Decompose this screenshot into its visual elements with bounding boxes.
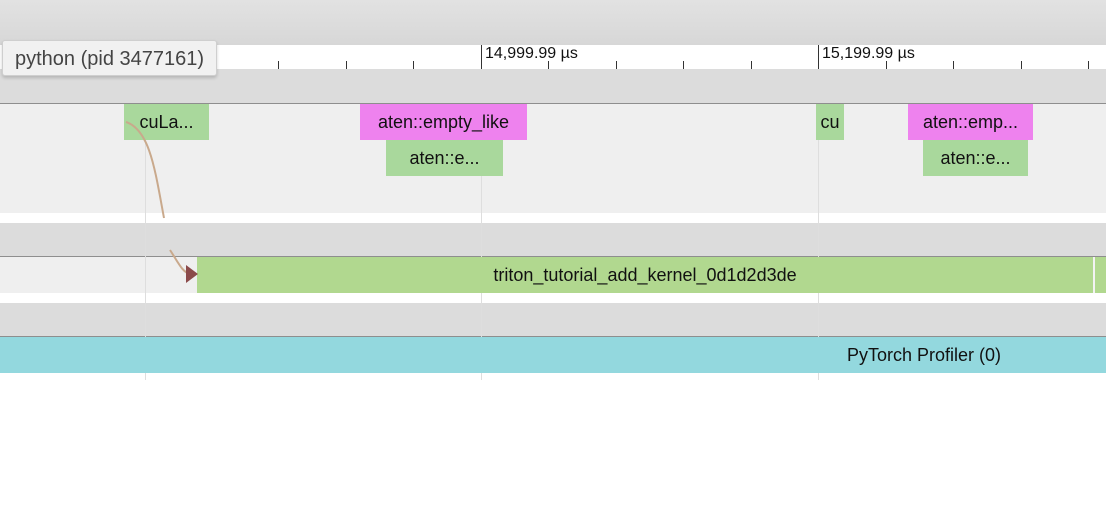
- slice-culaunch[interactable]: cuLa...: [124, 104, 209, 140]
- ruler-minor-tick: [1021, 61, 1022, 69]
- slice-aten-empty[interactable]: aten::e...: [923, 140, 1028, 176]
- ruler-minor-tick: [616, 61, 617, 69]
- slice-cu[interactable]: cu: [816, 104, 844, 140]
- slice-aten-empty-like[interactable]: aten::empty_like: [360, 104, 527, 140]
- ruler-minor-tick: [278, 61, 279, 69]
- gpu-header-row[interactable]: [0, 223, 1106, 257]
- ruler-major-tick: [481, 45, 482, 69]
- ruler-minor-tick: [751, 61, 752, 69]
- ruler-minor-tick: [548, 61, 549, 69]
- ruler-minor-tick: [1088, 61, 1089, 69]
- timeline-top-band: [0, 0, 1106, 45]
- ruler-minor-tick: [346, 61, 347, 69]
- flow-arrow-line: [125, 121, 191, 275]
- ruler-minor-tick: [953, 61, 954, 69]
- profiler-header-row[interactable]: [0, 303, 1106, 337]
- slice-triton-kernel[interactable]: triton_tutorial_add_kernel_0d1d2d3de: [197, 257, 1093, 293]
- gridline: [145, 104, 146, 380]
- slice-divider: [1093, 257, 1095, 293]
- ruler-tick-label: 15,199.99 µs: [822, 45, 915, 62]
- gridline: [818, 104, 819, 380]
- ruler-minor-tick: [886, 61, 887, 69]
- ruler-minor-tick: [683, 61, 684, 69]
- ruler-major-tick: [818, 45, 819, 69]
- slice-kernel-next[interactable]: [1095, 257, 1106, 293]
- process-label[interactable]: python (pid 3477161): [2, 40, 218, 76]
- slice-aten-empty-like[interactable]: aten::emp...: [908, 104, 1033, 140]
- flow-arrow-head: [186, 265, 198, 283]
- profiler-slice[interactable]: [0, 337, 1106, 373]
- ruler-tick-label: 14,999.99 µs: [485, 45, 578, 62]
- gridline: [481, 104, 482, 380]
- ruler-minor-tick: [413, 61, 414, 69]
- profiler-slice-label: PyTorch Profiler (0): [847, 345, 1002, 365]
- slice-aten-empty[interactable]: aten::e...: [386, 140, 503, 176]
